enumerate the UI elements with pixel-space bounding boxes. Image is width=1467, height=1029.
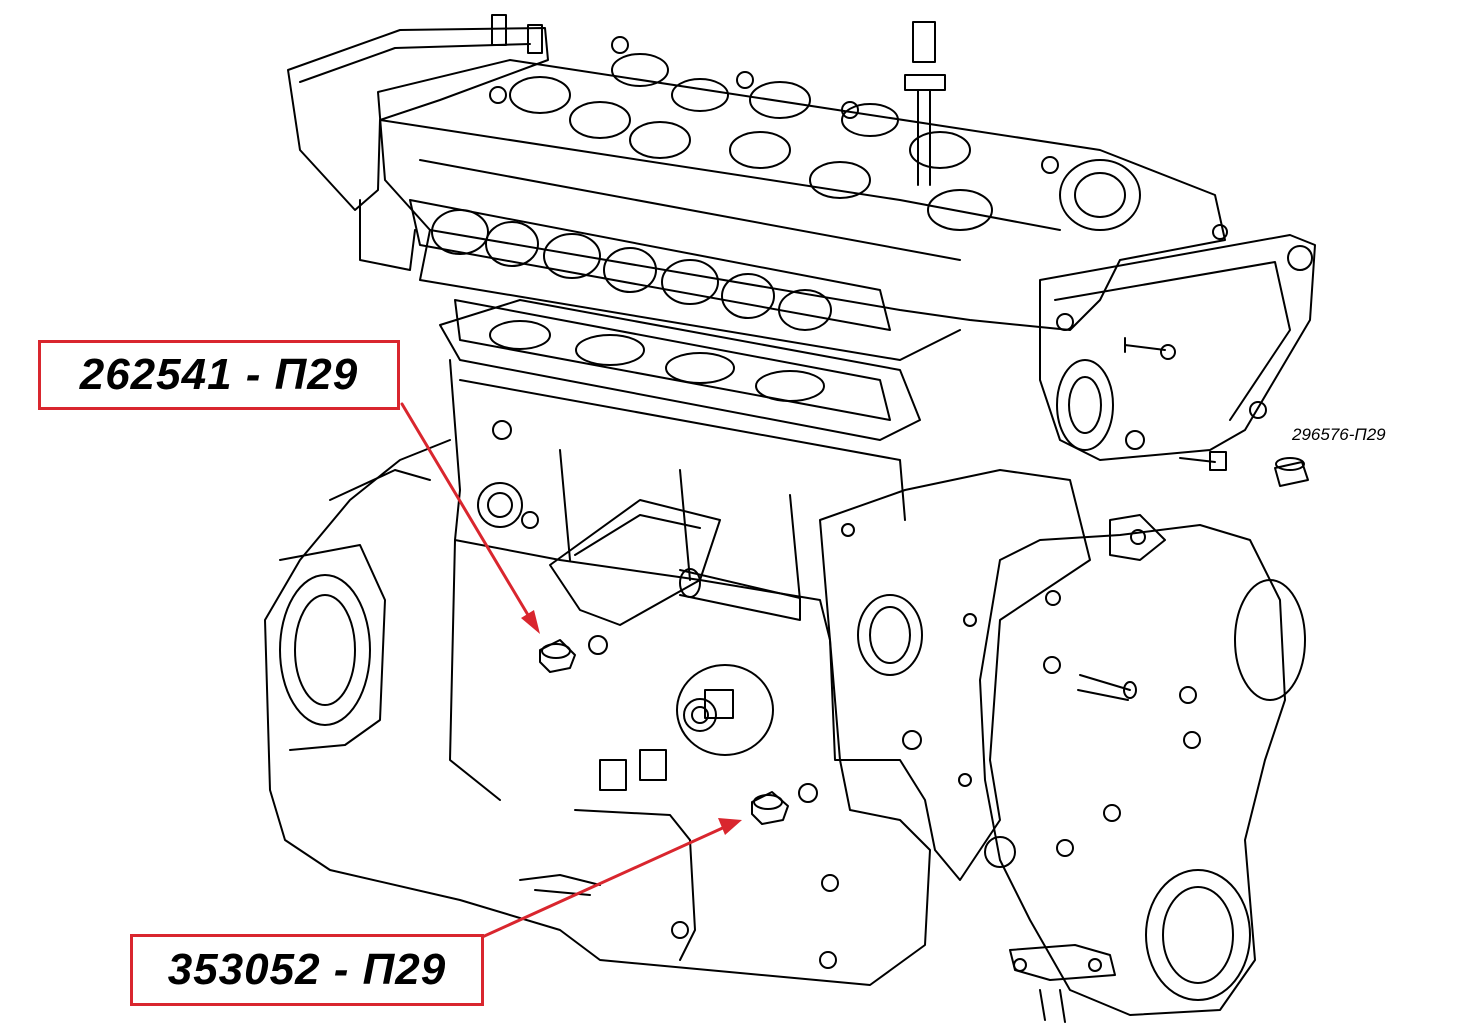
cylinder-block [264, 359, 931, 986]
label-296576: 296576-П29 [1292, 425, 1386, 444]
front-plate [819, 469, 1091, 881]
oil-pan-flange [519, 809, 696, 961]
cylinder-head [377, 59, 1226, 421]
plug-bolt-262541 [539, 639, 576, 673]
oil-pump-cover [979, 514, 1306, 1016]
head-studs [489, 14, 1059, 174]
plug-bolt-353052 [751, 791, 789, 825]
callout-262541: 262541 - П29 [38, 340, 400, 410]
crank-boss [676, 664, 774, 756]
fittings [599, 749, 839, 969]
head-gasket [439, 299, 921, 441]
timing-belt-cover [1039, 224, 1316, 471]
head-bolt [904, 21, 946, 186]
oil-pressure-sensor [1009, 944, 1116, 1023]
callout-353052: 353052 - П29 [130, 934, 484, 1006]
camshaft-caps [509, 53, 1141, 231]
plug-bolt-296576 [1274, 457, 1309, 487]
leader-lines [400, 402, 742, 940]
callout-353052-label: 353052 - П29 [167, 945, 447, 994]
pump-bracket [549, 499, 801, 626]
callout-262541-label: 262541 - П29 [79, 350, 359, 399]
manifold-gasket [409, 199, 891, 331]
head-end-plate [287, 27, 549, 271]
